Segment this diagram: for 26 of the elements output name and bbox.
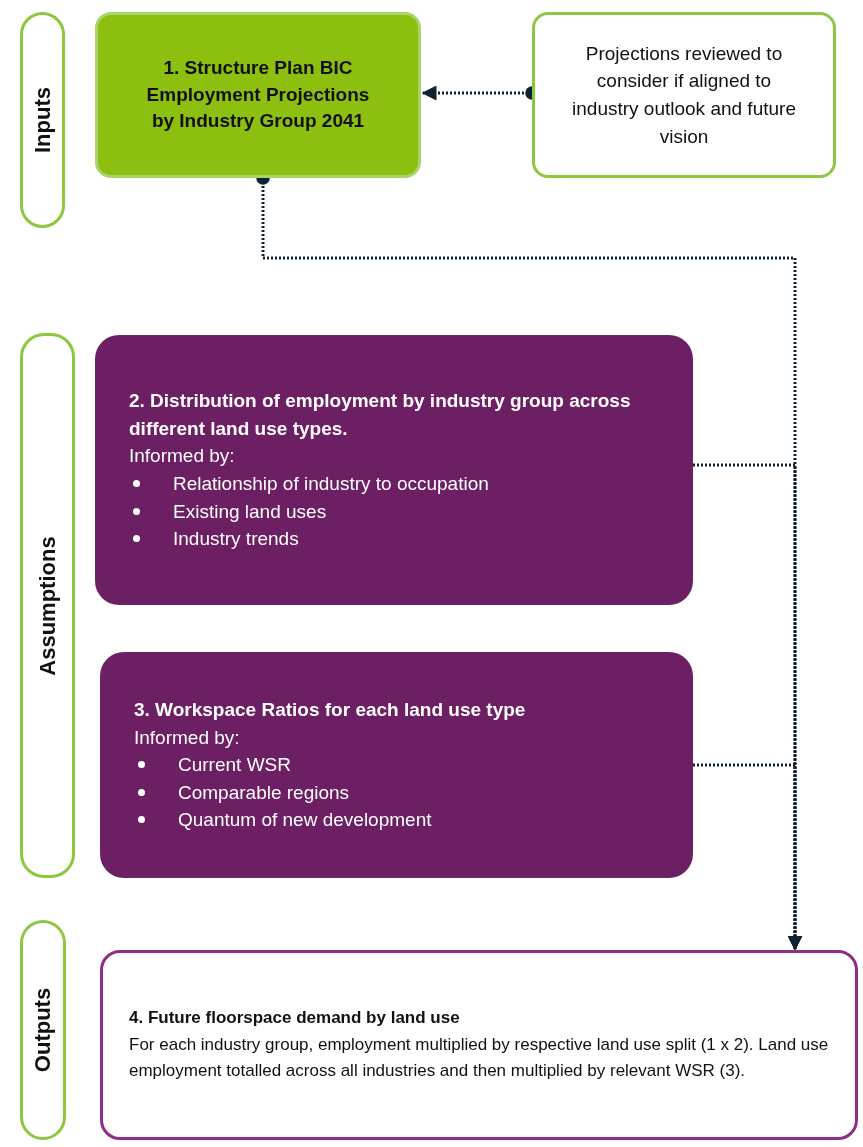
bullet-item: Quantum of new development [134, 806, 432, 834]
informed-by-label: Informed by: [134, 725, 241, 750]
band-label: Assumptions [34, 535, 61, 676]
process-box [95, 12, 421, 178]
bullet-item: Current WSR [134, 751, 291, 779]
bullet-item: Relationship of industry to occupation [129, 470, 489, 498]
box-heading: 4. Future floorspace demand by land use [129, 1007, 461, 1030]
assumption-box [95, 335, 693, 605]
bullet-item: Industry trends [129, 525, 299, 553]
bullet-item: Existing land uses [129, 497, 327, 526]
inputs-band [20, 12, 65, 228]
box-text: 1. Structure Plan BIC Employment Projections by Industry Group 2041 [145, 56, 371, 134]
band-label: Inputs [29, 87, 56, 153]
assumptions-band [20, 333, 75, 878]
note-box [532, 12, 836, 178]
dotted-arrow [693, 763, 803, 951]
box-heading: 2. Distribution of employment by industry group across different land use types. [129, 389, 632, 441]
informed-by-label: Informed by: [129, 444, 236, 469]
band-label: Outputs [30, 987, 56, 1073]
box-heading: 3. Workspace Ratios for each land use type [134, 698, 527, 723]
bullet-item: Comparable regions [134, 778, 350, 807]
assumption-box [100, 652, 693, 878]
box-text: Projections reviewed to consider if aligned to industry outlook and future vision [571, 41, 797, 149]
outputs-band [20, 920, 66, 1140]
box-description: For each industry group, employment multiplied by respective land use split (1 x 2). Land use employment totalled across all industries and then multiplied by relevant WSR (3). [129, 1033, 830, 1083]
output-box [100, 950, 858, 1140]
